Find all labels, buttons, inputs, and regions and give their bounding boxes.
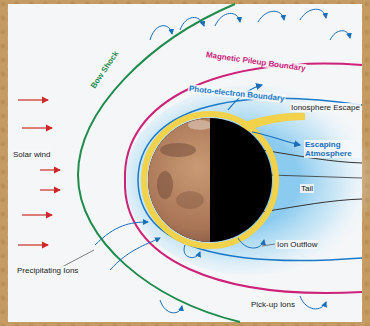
process-label: Pick-up Ions	[250, 300, 296, 309]
process-label: Precipitating Ions	[16, 266, 79, 275]
region-label: Ionosphere Escape	[290, 103, 361, 112]
region-label: Escaping Atmosphere	[304, 140, 360, 158]
flow-label: Solar wind	[12, 150, 51, 159]
process-label: Ion Outflow	[276, 240, 318, 249]
region-label: Tail	[300, 184, 314, 193]
